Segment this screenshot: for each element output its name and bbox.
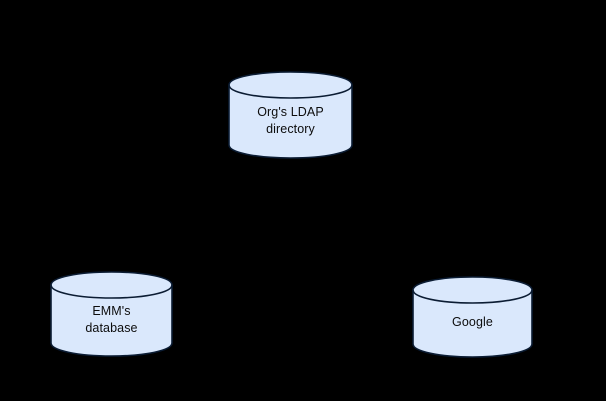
cylinder-shape-icon xyxy=(228,71,353,159)
database-node-google[interactable]: Google xyxy=(412,276,533,358)
cylinder-shape-icon xyxy=(50,271,173,357)
database-node-emm[interactable]: EMM's database xyxy=(50,271,173,357)
database-node-ldap[interactable]: Org's LDAP directory xyxy=(228,71,353,159)
cylinder-shape-icon xyxy=(412,276,533,358)
